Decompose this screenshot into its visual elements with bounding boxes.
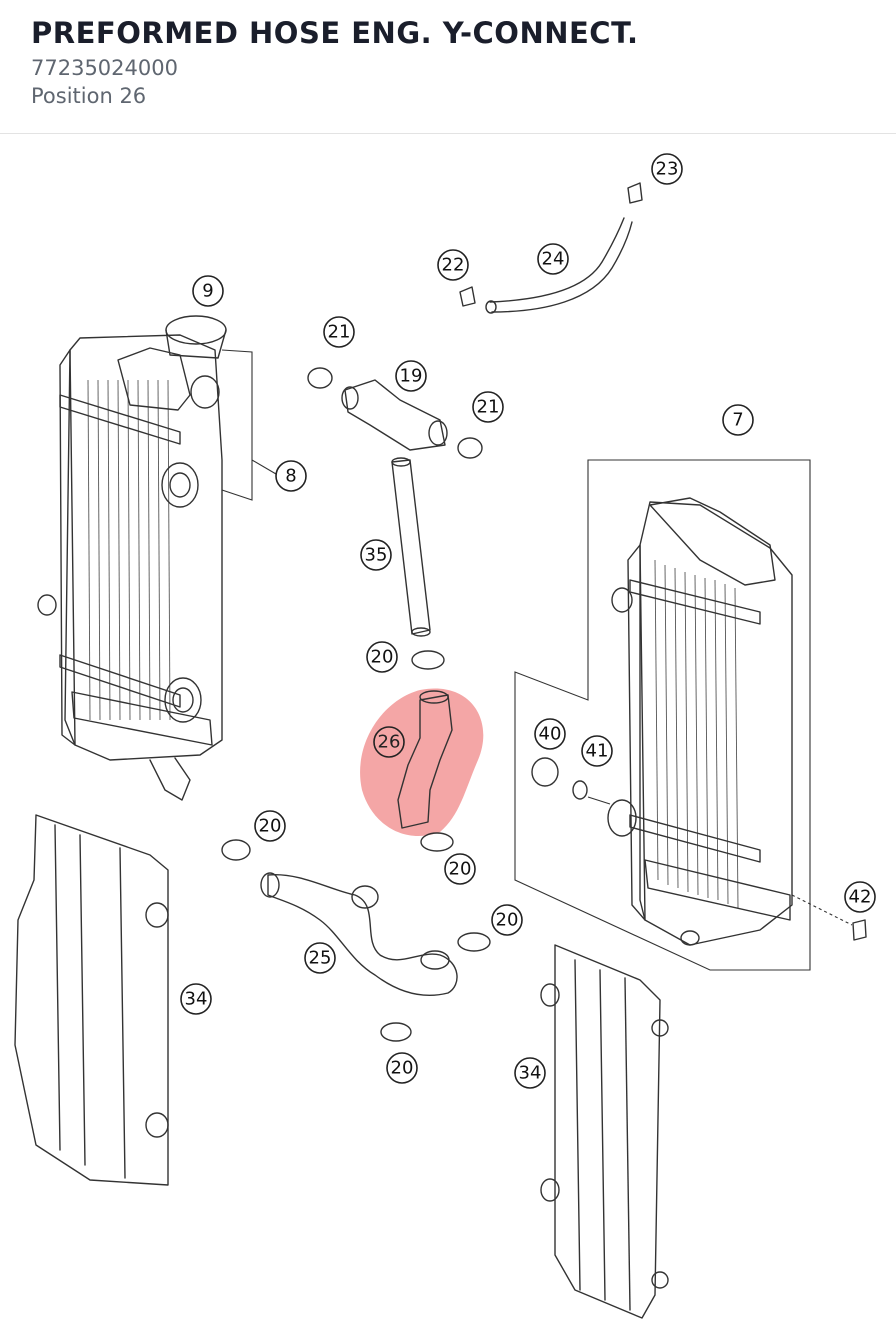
diagram-svg: 23 22 24 9 21 19 21 8 7 35 20 26 40 41 2… — [14, 153, 876, 1319]
svg-text:21: 21 — [328, 322, 351, 343]
svg-text:41: 41 — [586, 741, 609, 762]
callout-21-top[interactable]: 21 — [323, 316, 355, 348]
left-shroud — [14, 814, 169, 1186]
left-radiator — [37, 315, 277, 801]
part-header: PREFORMED HOSE ENG. Y-CONNECT. 772350240… — [0, 0, 896, 134]
svg-text:34: 34 — [519, 1063, 542, 1084]
callout-21-right[interactable]: 21 — [472, 391, 504, 423]
svg-text:26: 26 — [378, 732, 401, 753]
svg-text:35: 35 — [365, 545, 388, 566]
callout-42[interactable]: 42 — [844, 881, 876, 913]
highlighted-hose-26[interactable] — [360, 688, 484, 836]
callout-8[interactable]: 8 — [275, 460, 307, 492]
hose-clamps — [221, 650, 491, 1042]
callout-22[interactable]: 22 — [437, 249, 469, 281]
callout-20-left[interactable]: 20 — [254, 810, 286, 842]
y-connector-assembly — [307, 367, 483, 637]
svg-text:34: 34 — [185, 989, 208, 1010]
svg-text:22: 22 — [442, 255, 465, 276]
callout-34-left[interactable]: 34 — [180, 983, 212, 1015]
svg-text:20: 20 — [371, 647, 394, 668]
svg-text:40: 40 — [539, 724, 562, 745]
callout-20-bottom[interactable]: 20 — [386, 1052, 418, 1084]
svg-text:20: 20 — [449, 859, 472, 880]
callout-26-highlighted[interactable]: 26 — [373, 726, 405, 758]
callout-20-right[interactable]: 20 — [491, 904, 523, 936]
callout-23[interactable]: 23 — [651, 153, 683, 185]
callout-20-top[interactable]: 20 — [366, 641, 398, 673]
svg-text:42: 42 — [849, 887, 872, 908]
svg-text:20: 20 — [391, 1058, 414, 1079]
svg-text:8: 8 — [285, 466, 296, 487]
svg-text:20: 20 — [259, 816, 282, 837]
svg-text:21: 21 — [477, 397, 500, 418]
part-position: Position 26 — [31, 84, 147, 108]
callout-20-mid[interactable]: 20 — [444, 853, 476, 885]
lower-hose-25 — [260, 872, 458, 996]
callout-35[interactable]: 35 — [360, 539, 392, 571]
part-number: 77235024000 — [31, 56, 178, 80]
right-radiator — [514, 459, 867, 971]
svg-text:9: 9 — [202, 281, 213, 302]
svg-text:20: 20 — [496, 910, 519, 931]
callout-7[interactable]: 7 — [722, 404, 754, 436]
callout-19[interactable]: 19 — [395, 360, 427, 392]
callout-9[interactable]: 9 — [192, 275, 224, 307]
callout-24[interactable]: 24 — [537, 243, 569, 275]
svg-text:23: 23 — [656, 159, 679, 180]
exploded-parts-diagram: 23 22 24 9 21 19 21 8 7 35 20 26 40 41 2… — [0, 135, 896, 1335]
svg-text:7: 7 — [732, 410, 743, 431]
svg-text:25: 25 — [309, 948, 332, 969]
right-shroud — [540, 944, 669, 1319]
callout-25[interactable]: 25 — [304, 942, 336, 974]
callout-34-right[interactable]: 34 — [514, 1057, 546, 1089]
svg-text:19: 19 — [400, 366, 423, 387]
part-title: PREFORMED HOSE ENG. Y-CONNECT. — [31, 16, 639, 50]
svg-text:24: 24 — [542, 249, 565, 270]
small-hose-assembly — [459, 182, 643, 314]
callout-41[interactable]: 41 — [581, 735, 613, 767]
callout-40[interactable]: 40 — [534, 718, 566, 750]
